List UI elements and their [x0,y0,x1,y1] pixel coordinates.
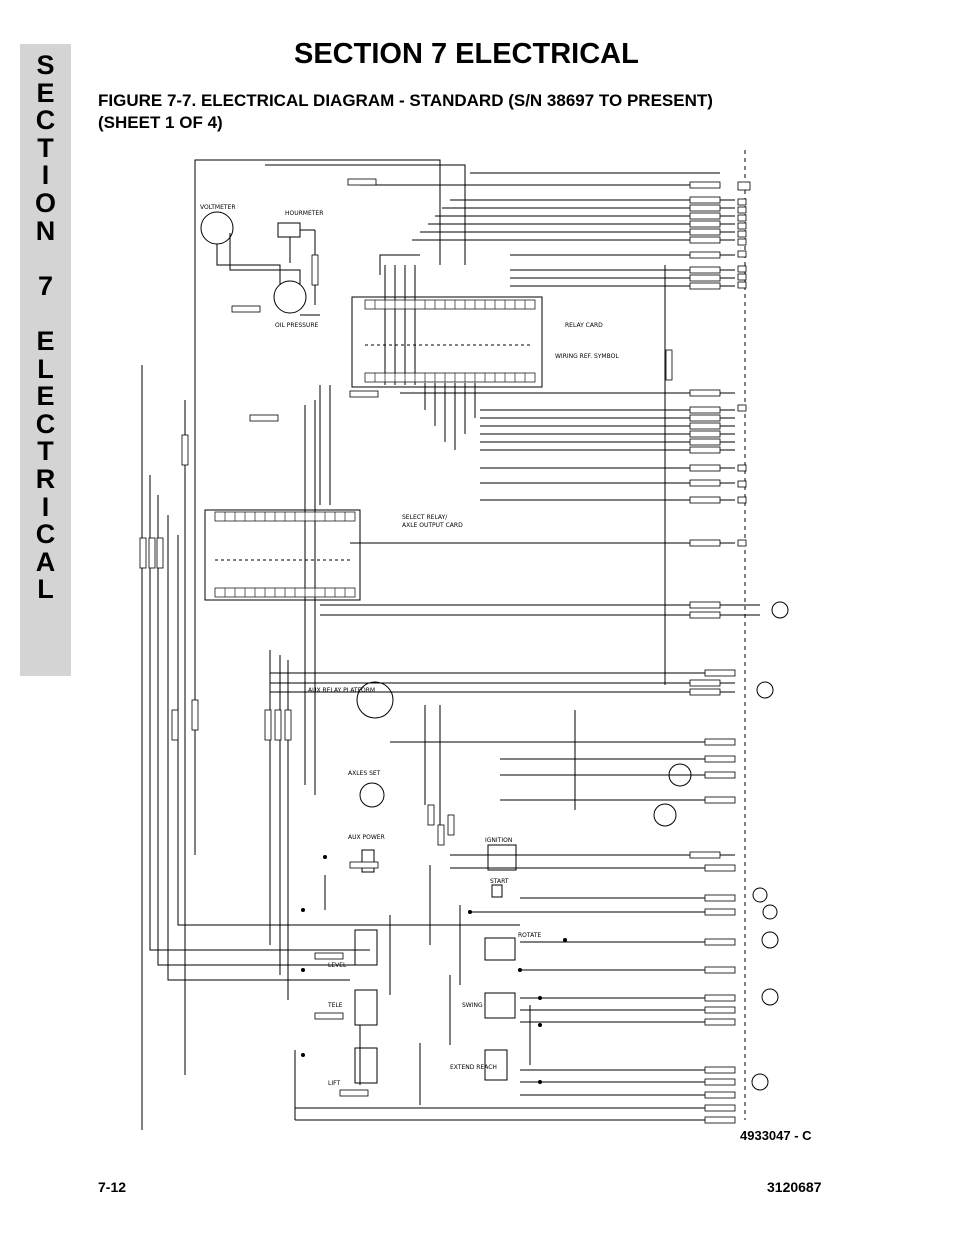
page-number: 7-12 [98,1179,127,1195]
figure-title-line2: (SHEET 1 OF 4) [98,113,223,132]
level-switch [354,929,378,966]
side-tab-letter: N [35,215,56,246]
hourmeter-box [277,222,301,238]
document-number: 3120687 [767,1179,822,1195]
drawing-number: 4933047 - C [740,1128,812,1143]
label-select-relay: SELECT RELAY/ [402,514,448,521]
side-tab-letter: I [41,160,50,191]
side-tab-gap [20,300,71,328]
side-tab-letter: I [41,491,50,522]
label-voltmeter: VOLTMETER [200,204,236,211]
aux-relay-platform [356,681,394,719]
start-switch [491,884,503,898]
side-tab-letter: T [37,132,54,163]
swing-switch [484,992,516,1019]
label-relay-card: RELAY CARD [565,322,603,329]
label-ignition: IGNITION [485,837,512,844]
side-tab-letter: T [37,436,54,467]
label-aux-relay-platform: AUX RELAY PLATFORM [308,687,375,694]
side-tab-letter: E [36,325,55,356]
side-tab-letter: A [35,546,56,577]
extend-reach-switch [484,1049,508,1081]
rotate-switch [484,937,516,961]
label-level: LEVEL [328,962,347,969]
side-tab-letter: C [35,408,56,439]
side-tab-letter: S [36,50,55,80]
side-tab-letter: C [35,105,56,136]
figure-title-line1: FIGURE 7-7. ELECTRICAL DIAGRAM - STANDAR… [98,91,713,110]
side-tab-letter: C [35,519,56,550]
axle-output-card [204,509,361,601]
lift-switch [354,1047,378,1084]
label-extend-reach: EXTEND REACH [450,1064,497,1071]
ignition-switch [487,844,517,871]
label-aux-power: AUX POWER [348,834,385,841]
section-title: SECTION 7 ELECTRICAL [294,38,639,70]
label-wiring-ref-symbol: WIRING REF. SYMBOL [555,353,619,360]
side-tab-letter: 7 [37,270,54,301]
relay-card [351,296,543,388]
label-axle-output-card: AXLE OUTPUT CARD [402,522,463,529]
label-rotate: ROTATE [518,932,541,939]
tele-switch [354,989,378,1026]
oil-pressure-gauge [273,280,307,314]
side-tab-letter: E [36,77,55,108]
side-tab-letter: R [35,463,56,494]
label-hourmeter: HOURMETER [285,210,323,217]
side-tab-letter: E [36,381,55,412]
figure-title: FIGURE 7-7. ELECTRICAL DIAGRAM - STANDAR… [98,90,713,134]
side-tab-letter: L [37,574,54,605]
label-tele: TELE [327,1002,343,1009]
label-oil-pressure: OIL PRESSURE [275,322,318,329]
axles-set-sensor [359,782,385,808]
label-axles-set: AXLES SET [348,770,381,777]
side-tab-letter: L [37,353,54,384]
side-tab-letter: O [34,187,56,218]
electrical-diagram: VOLTMETER HOURMETER OIL PRESSURE RELAY C… [139,150,789,1130]
label-start: START [490,878,509,885]
side-tab-gap [20,245,71,273]
aux-power-switch [361,849,375,873]
label-lift: LIFT [328,1080,340,1087]
voltmeter-gauge [200,211,234,245]
label-swing: SWING [462,1002,483,1009]
